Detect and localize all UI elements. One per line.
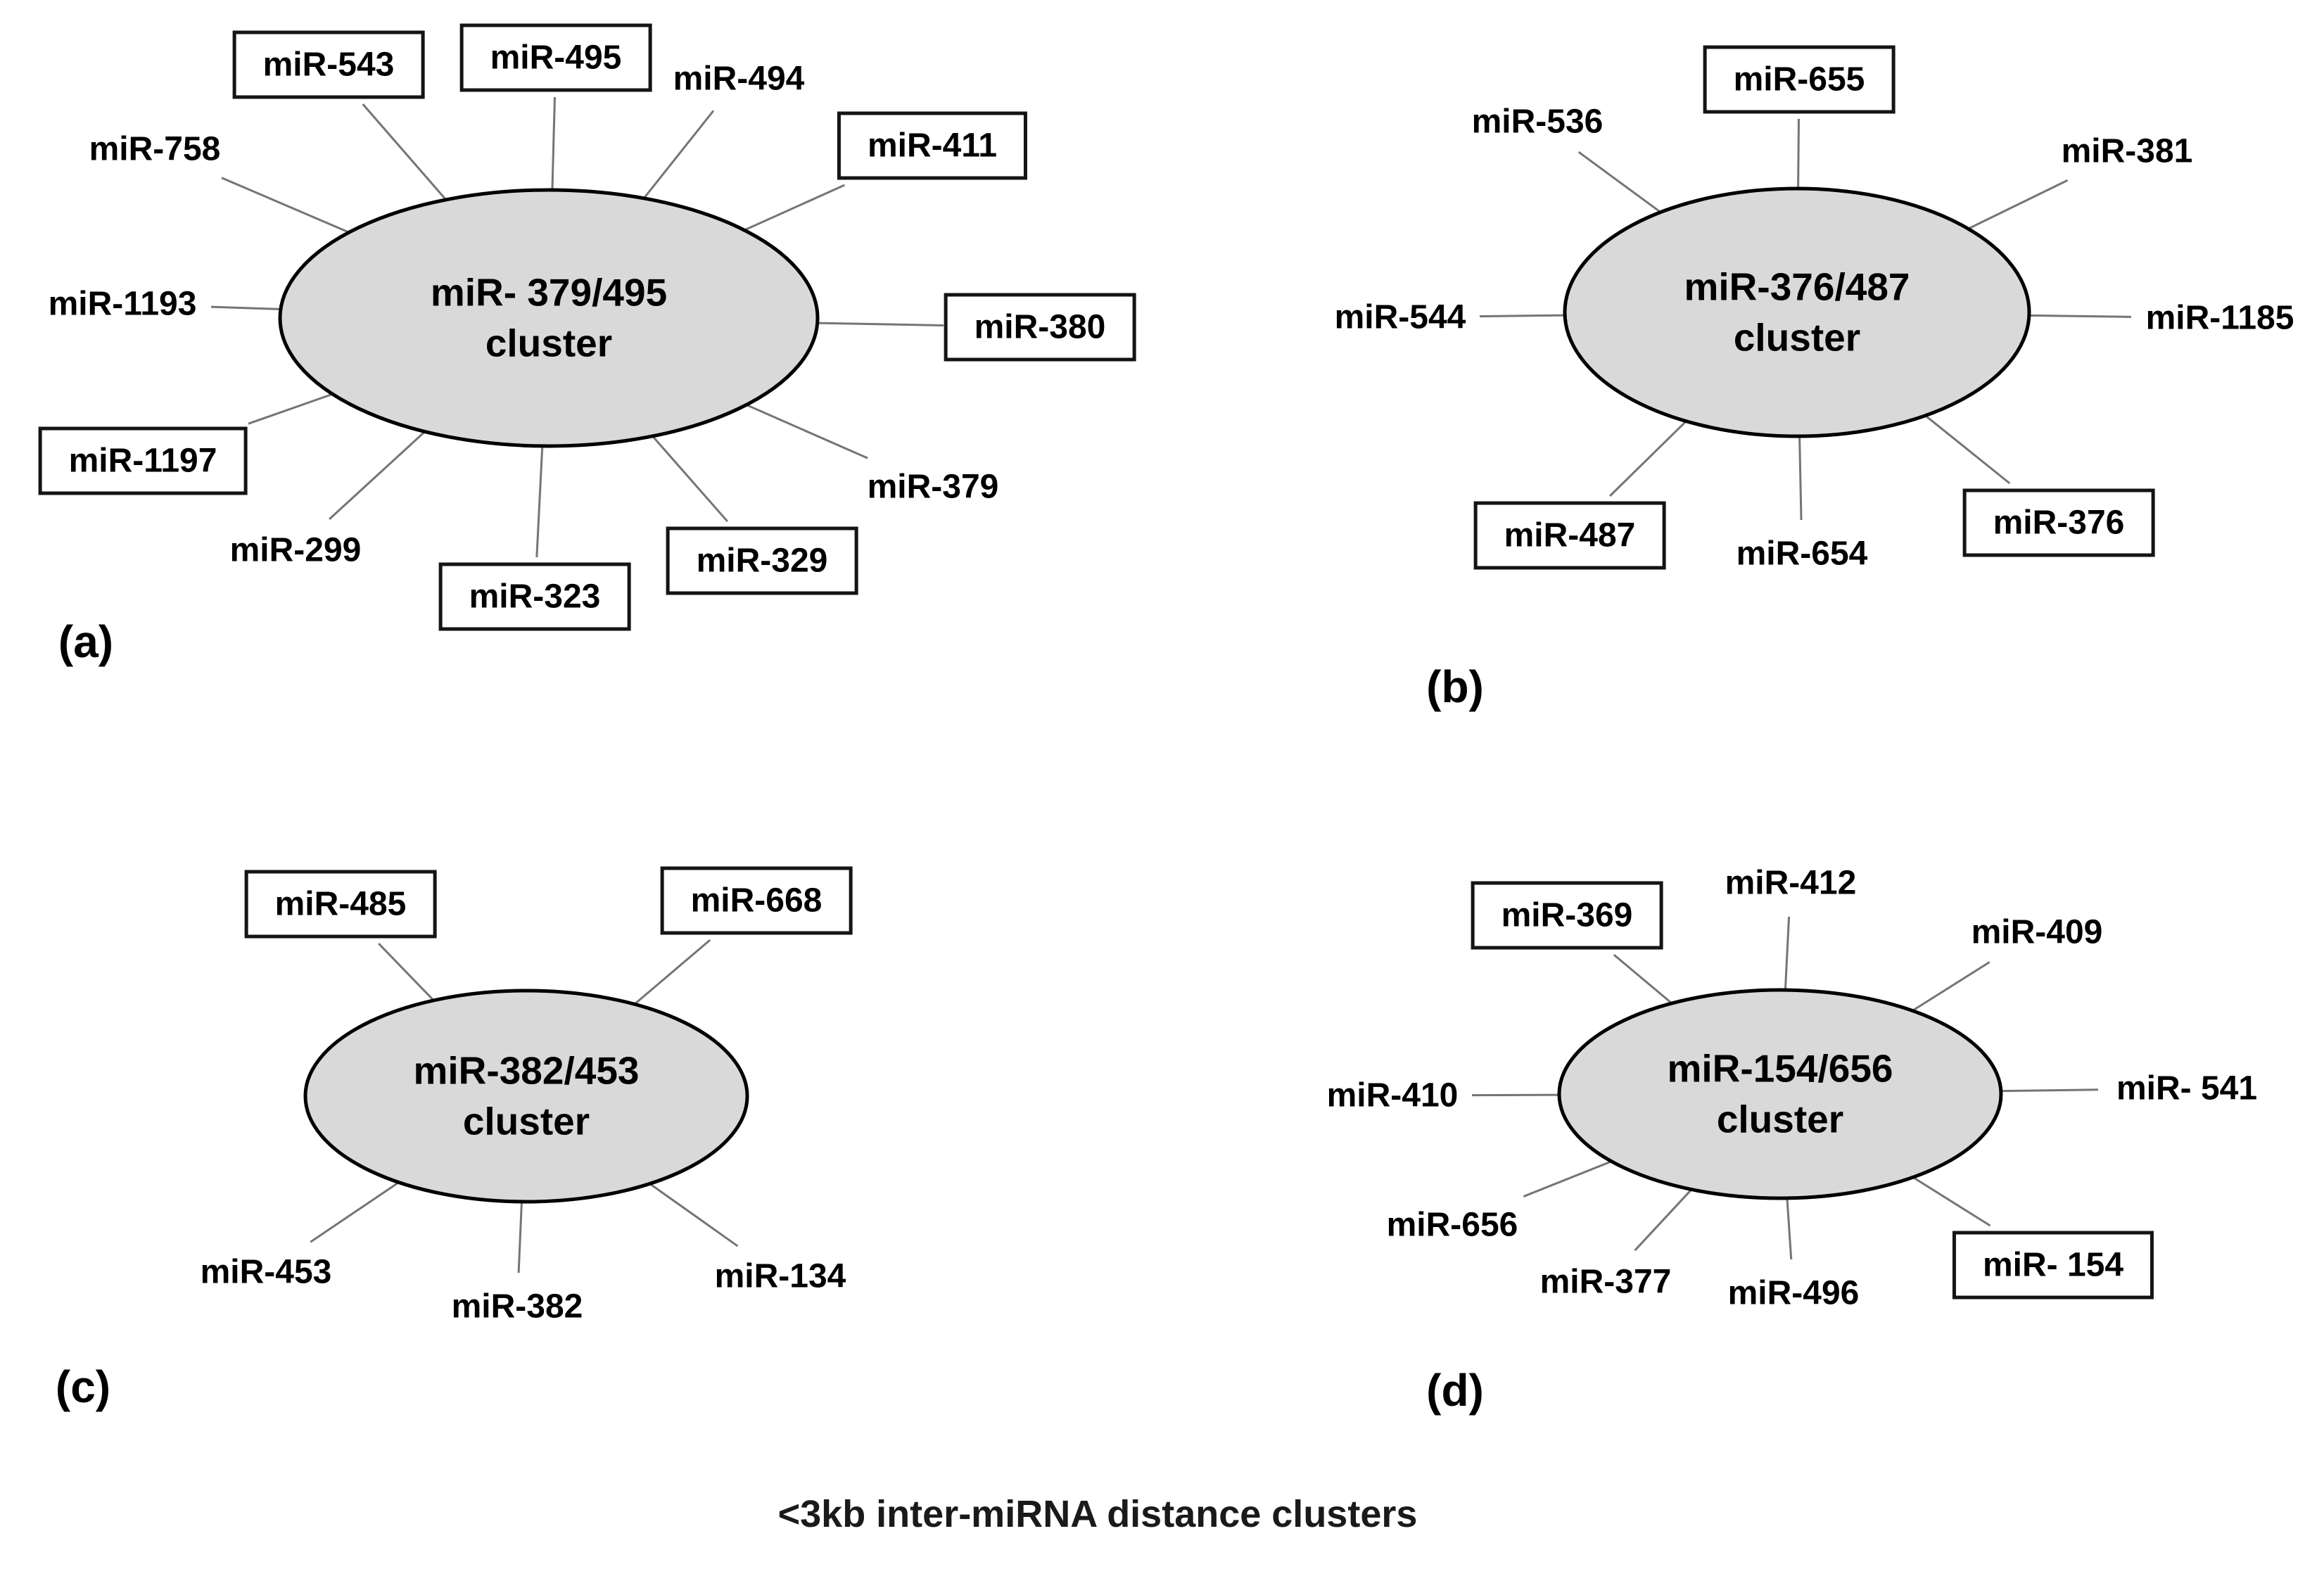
mirna-node-mir-543: miR-543	[232, 30, 425, 99]
mirna-node-mir-369: miR-369	[1471, 881, 1663, 950]
spoke-line-mir-668	[633, 939, 711, 1005]
spoke-line-mir-381	[1967, 179, 2069, 230]
cluster-c-title-line: miR-382/453	[413, 1048, 640, 1093]
mirna-node-mir-655: miR-655	[1703, 45, 1896, 114]
cluster-c-title-line: cluster	[462, 1099, 590, 1143]
mirna-node-mir-1193: miR-1193	[48, 285, 197, 323]
spoke-line-mir-369	[1613, 953, 1673, 1005]
spoke-line-mir-323	[535, 445, 544, 558]
mirna-node-mir-412: miR-412	[1725, 864, 1857, 902]
mirna-node-mir-409: miR-409	[1971, 913, 2103, 951]
spoke-line-mir-536	[1577, 151, 1661, 213]
panel-label-c: (c)	[55, 1361, 111, 1412]
spoke-line-mir-544	[1479, 314, 1566, 318]
mirna-node-mir-487: miR-487	[1473, 501, 1666, 570]
mirna-node-mir-381: miR-381	[2061, 132, 2193, 170]
spoke-line-mir-299	[329, 431, 426, 520]
cluster-c-ellipse	[303, 989, 749, 1204]
spoke-line-mir-541	[2000, 1088, 2099, 1093]
panel-label-a: (a)	[58, 616, 114, 667]
cluster-d-title: miR-154/656 cluster	[1667, 1044, 1893, 1145]
mirna-node-mir-1185: miR-1185	[2145, 299, 2294, 337]
spoke-line-mir-134	[649, 1183, 739, 1247]
cluster-c-title: miR-382/453 cluster	[413, 1046, 639, 1147]
spoke-line-mir-380	[817, 322, 944, 326]
panel-label-b: (b)	[1426, 661, 1484, 712]
mirna-node-mir-453: miR-453	[200, 1253, 332, 1291]
mirna-node-mir-299: miR-299	[229, 531, 362, 569]
spoke-line-mir-1197	[248, 393, 334, 425]
mirna-node-mir-495: miR-495	[459, 23, 652, 92]
spoke-line-mir-495	[551, 96, 556, 191]
spoke-line-mir-1185	[2028, 314, 2132, 318]
spoke-line-mir-377	[1634, 1188, 1693, 1252]
mirna-node-mir-668: miR-668	[660, 866, 853, 935]
figure-caption: <3kb inter-miRNA distance clusters	[777, 1493, 1418, 1535]
spoke-line-mir-409	[1912, 961, 1990, 1012]
mirna-node-mir-329: miR-329	[666, 526, 858, 595]
spoke-line-mir-154	[1912, 1176, 1991, 1227]
cluster-b-title-line: cluster	[1733, 315, 1861, 359]
spoke-line-mir-656	[1523, 1160, 1612, 1198]
mirna-node-mir-541: miR- 541	[2116, 1069, 2258, 1107]
mirna-node-mir-382: miR-382	[451, 1288, 583, 1326]
mirna-node-mir-1197: miR-1197	[38, 426, 248, 495]
cluster-b-title-line: miR-376/487	[1684, 265, 1910, 309]
mirna-node-mir-380: miR-380	[944, 293, 1136, 362]
mirna-node-mir-411: miR-411	[837, 111, 1028, 180]
cluster-d-title-line: cluster	[1716, 1097, 1844, 1141]
spoke-line-mir-411	[744, 184, 846, 231]
cluster-b-ellipse	[1563, 186, 2031, 438]
cluster-a-title-line: cluster	[485, 321, 613, 364]
cluster-d-ellipse	[1557, 988, 2003, 1200]
mirna-node-mir-656: miR-656	[1386, 1206, 1518, 1244]
spoke-line-mir-543	[362, 103, 447, 201]
mirna-node-mir-544: miR-544	[1334, 298, 1466, 336]
cluster-b-title: miR-376/487 cluster	[1684, 262, 1910, 363]
spoke-line-mir-758	[221, 177, 350, 234]
mirna-node-mir-758: miR-758	[89, 130, 221, 168]
spoke-line-mir-485	[378, 942, 435, 1001]
cluster-a-title: miR- 379/495 cluster	[431, 268, 667, 369]
spoke-line-mir-654	[1798, 436, 1803, 521]
mirna-node-mir-485: miR-485	[244, 870, 437, 939]
spoke-line-mir-494	[643, 110, 715, 199]
mirna-node-mir-376: miR-376	[1962, 488, 2155, 557]
spoke-line-mir-329	[652, 435, 728, 522]
spoke-line-mir-376	[1924, 414, 2011, 485]
spoke-line-mir-655	[1797, 118, 1800, 189]
spoke-line-mir-496	[1786, 1198, 1793, 1260]
mirna-node-mir-134: miR-134	[714, 1257, 846, 1295]
mirna-node-mir-496: miR-496	[1727, 1274, 1860, 1312]
mirna-node-mir-654: miR-654	[1736, 535, 1868, 573]
spoke-line-mir-412	[1784, 916, 1791, 991]
spoke-line-mir-382	[517, 1201, 523, 1273]
spoke-line-mir-1193	[210, 305, 281, 310]
cluster-a-ellipse	[278, 188, 820, 448]
panel-label-d: (d)	[1426, 1365, 1484, 1416]
spoke-line-mir-379	[746, 404, 868, 459]
spoke-line-mir-453	[310, 1181, 400, 1243]
mirna-node-mir-410: miR-410	[1326, 1076, 1459, 1114]
mirna-node-mir-494: miR-494	[673, 60, 805, 98]
cluster-d-title-line: miR-154/656	[1667, 1046, 1893, 1091]
mirna-node-mir-379: miR-379	[867, 468, 999, 506]
mirna-node-mir-154: miR- 154	[1952, 1231, 2154, 1300]
spoke-line-mir-487	[1609, 420, 1687, 497]
mirna-node-mir-536: miR-536	[1471, 103, 1604, 141]
cluster-a-title-line: miR- 379/495	[430, 270, 668, 315]
mirna-node-mir-377: miR-377	[1539, 1263, 1672, 1301]
mirna-node-mir-323: miR-323	[438, 562, 631, 631]
